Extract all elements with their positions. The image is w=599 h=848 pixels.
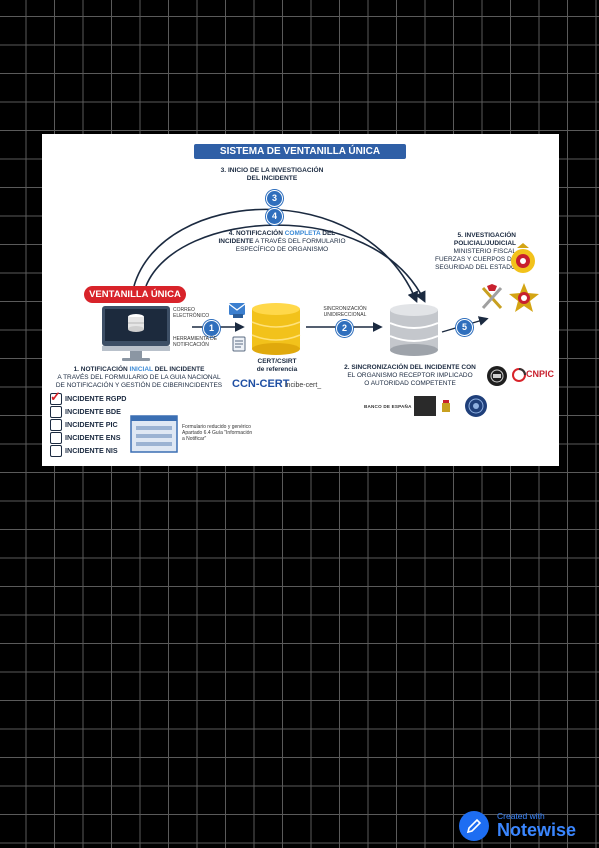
step3-label: 3. INICIO DE LA INVESTIGACIÓN DEL INCIDE… bbox=[220, 167, 324, 182]
monitor-icon bbox=[102, 306, 170, 361]
cnpic-swirl-icon bbox=[512, 368, 526, 382]
herramienta-label: HERRAMIENTA DE NOTIFICACIÓN bbox=[173, 336, 218, 348]
step5-label: 5. INVESTIGACIÓN POLICIAL/JUDICIAL MINIS… bbox=[434, 232, 516, 271]
diagram-title: SISTEMA DE VENTANILLA ÚNICA bbox=[194, 144, 406, 159]
step2-label: 2. SINCRONIZACIÓN DEL INCIDENTE CON EL O… bbox=[344, 364, 476, 387]
created-with-label: Created with bbox=[497, 811, 545, 821]
email-icon bbox=[228, 303, 246, 318]
form-note: Formulario reducido y genérico Apartado … bbox=[182, 424, 253, 442]
checkbox-incidente-nis[interactable]: INCIDENTE NIS bbox=[50, 444, 170, 457]
aepd-logo-icon bbox=[414, 396, 436, 416]
form-document-icon bbox=[130, 415, 178, 453]
step-number-5: 5 bbox=[456, 319, 473, 336]
checkmark-icon: ✓ bbox=[50, 389, 61, 404]
step-number-3: 3 bbox=[266, 190, 283, 207]
step1-label: 1. NOTIFICACIÓN INICIAL DEL INCIDENTE A … bbox=[55, 366, 223, 389]
sincronizacion-label: SINCRONIZACIÓN UNIDIRECCIONAL bbox=[323, 306, 367, 318]
checkbox-incidente-ens[interactable]: INCIDENTE ENS bbox=[50, 431, 170, 444]
checkbox-box[interactable] bbox=[50, 445, 62, 457]
step4-label: 4. NOTIFICACIÓN COMPLETA DEL INCIDENTE A… bbox=[218, 230, 346, 253]
step-number-1: 1 bbox=[203, 320, 220, 337]
notewise-brand: Notewise bbox=[497, 820, 577, 840]
checkbox-box[interactable] bbox=[50, 432, 62, 444]
notification-tool-icon bbox=[232, 336, 246, 352]
cert-label: CERT/CSIRT de referencia bbox=[256, 358, 298, 373]
checkbox-box[interactable] bbox=[50, 419, 62, 431]
step-number-4: 4 bbox=[266, 208, 283, 225]
checkbox-box[interactable] bbox=[50, 393, 62, 405]
diagram-sheet: SISTEMA DE VENTANILLA ÚNICA 3 4 1 2 5 3.… bbox=[42, 134, 559, 466]
banco-espana-logo: BANCO DE ESPAÑA bbox=[364, 404, 412, 409]
checkbox-incidente-rgpd[interactable]: ✓ INCIDENTE RGPD bbox=[50, 389, 127, 405]
incibe-cert-logo: incibe-cert_ bbox=[285, 382, 322, 389]
ucc-badge-icon bbox=[487, 366, 507, 386]
cert-database-icon bbox=[251, 303, 301, 355]
checkbox-incidente-bde[interactable]: INCIDENTE BDE bbox=[50, 405, 170, 418]
step-number-2: 2 bbox=[336, 320, 353, 337]
ventanilla-unica-badge: VENTANILLA ÚNICA bbox=[84, 286, 186, 303]
checkbox-box[interactable] bbox=[50, 406, 62, 418]
ccn-cert-logo: CCN-CERT bbox=[232, 378, 290, 390]
receiver-database-icon bbox=[389, 304, 439, 356]
agency-seal-icon bbox=[465, 395, 487, 417]
policia-nacional-emblem-icon bbox=[511, 243, 535, 273]
notewise-pen-icon bbox=[459, 811, 489, 841]
guardia-civil-emblem-icon bbox=[481, 284, 503, 310]
ministerio-crest-icon bbox=[442, 400, 450, 412]
cnpic-logo: CNPIC bbox=[526, 369, 555, 379]
checkbox-incidente-pic[interactable]: INCIDENTE PIC bbox=[50, 418, 170, 431]
correo-label: CORREO ELECTRÓNICO bbox=[173, 307, 210, 319]
arc-step4 bbox=[145, 224, 426, 303]
mossos-emblem-icon bbox=[509, 283, 539, 312]
